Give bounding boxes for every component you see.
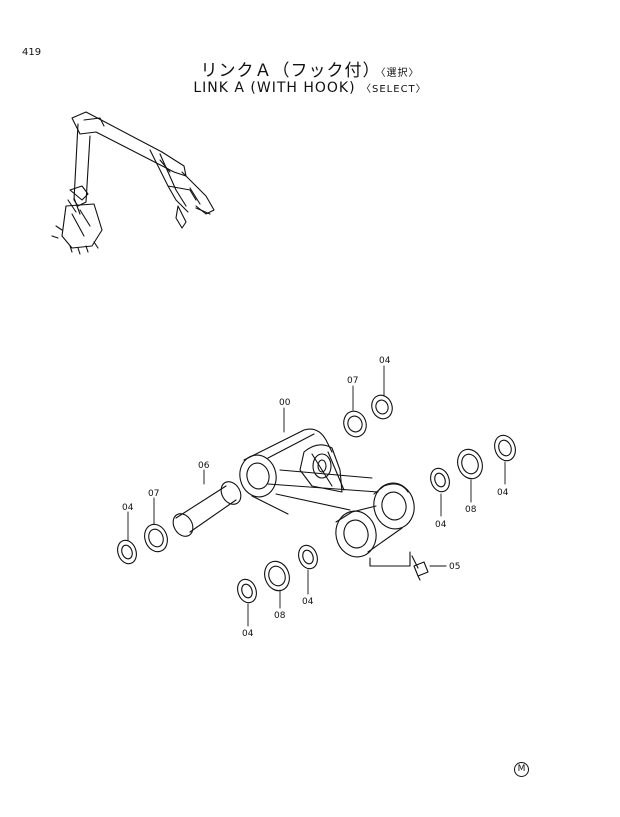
callout-04-right-a: 04 [435, 520, 447, 530]
part-04-collar-right-b [494, 434, 516, 462]
title-japanese: リンクＡ（フック付）〈選択〉 [0, 56, 620, 81]
callout-04-left: 04 [122, 503, 134, 513]
callout-04-lower-a: 04 [302, 597, 314, 607]
link-body [239, 428, 415, 567]
title-en-note: 〈SELECT〉 [361, 84, 427, 95]
circled-m-mark: M [514, 762, 529, 777]
part-08-bushing-right [457, 448, 483, 480]
title-english: LINK A (WITH HOOK) 〈SELECT〉 [0, 80, 620, 96]
callout-04-lower-b: 04 [242, 629, 254, 639]
callout-05: 05 [449, 562, 460, 572]
title-jp-main: リンクＡ（フック付） [200, 61, 381, 81]
title-jp-note: 〈選択〉 [380, 68, 420, 79]
callout-04-top: 04 [379, 356, 391, 366]
title-en-main: LINK A (WITH HOOK) [193, 80, 356, 96]
part-05-grease-fitting [411, 555, 447, 581]
part-04-collar-right-a [430, 467, 450, 493]
callout-07-left: 07 [148, 489, 159, 499]
part-08-bushing-lower [264, 560, 290, 592]
part-07-bushing-top [343, 410, 367, 438]
part-06-pin [172, 481, 242, 537]
callout-07-top: 07 [347, 376, 358, 386]
page-number: 419 [22, 47, 42, 58]
callout-08-lower: 08 [274, 611, 286, 621]
excavator-thumbnail [51, 111, 215, 255]
callout-08-right: 08 [465, 505, 477, 515]
part-04-collar-left [117, 539, 137, 565]
callout-00: 00 [279, 398, 291, 408]
part-07-bushing-left [144, 523, 168, 553]
part-04-collar-top [371, 394, 393, 420]
part-04-collar-lower-b [237, 578, 257, 604]
callout-04-right-b: 04 [497, 488, 509, 498]
leader-lines [127, 365, 506, 627]
callout-06: 06 [198, 461, 210, 471]
part-04-collar-lower-a [298, 544, 318, 570]
